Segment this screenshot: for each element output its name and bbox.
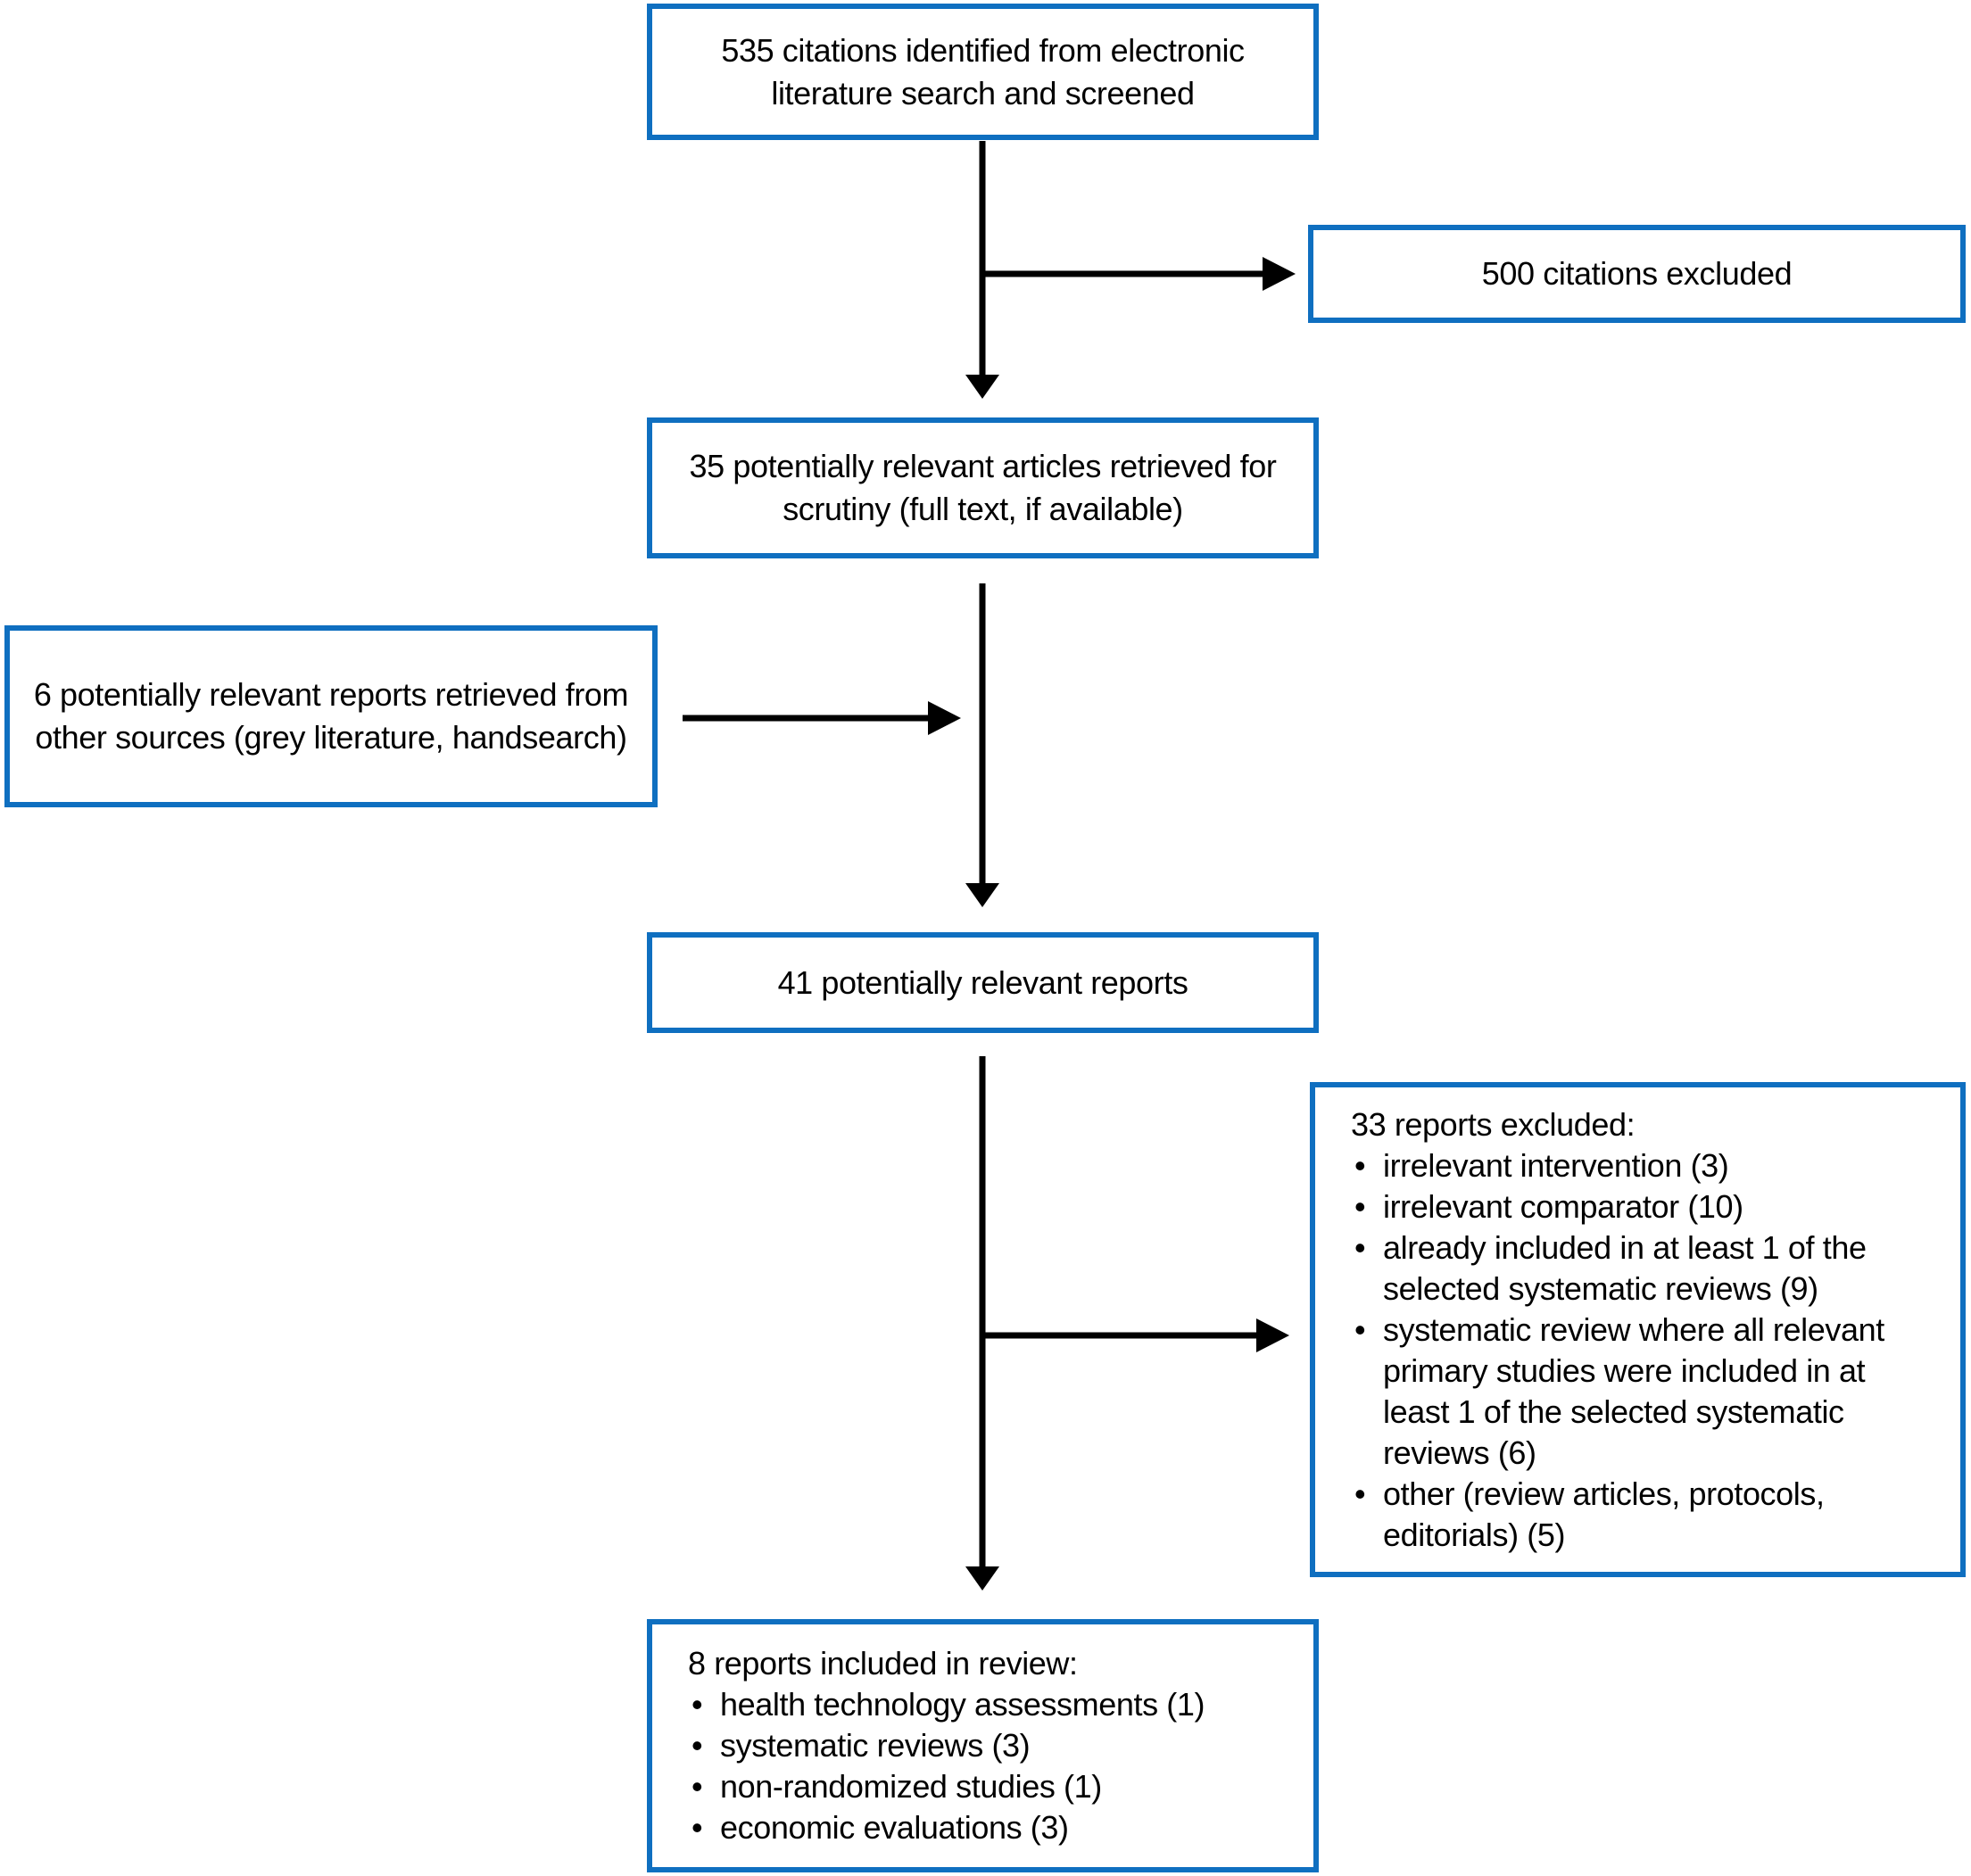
arrow-retrieved-to-potentially-relevant (965, 583, 999, 907)
excluded-reason-item: other (review articles, protocols, edito… (1351, 1474, 1935, 1556)
reports-excluded-list: irrelevant intervention (3) irrelevant c… (1351, 1145, 1935, 1556)
excluded-reason-item: already included in at least 1 of the se… (1351, 1227, 1935, 1310)
included-report-item: health technology assessments (1) (688, 1684, 1288, 1725)
excluded-reason-item: systematic review where all relevant pri… (1351, 1310, 1935, 1474)
included-report-item: economic evaluations (3) (688, 1807, 1288, 1848)
box-other-sources: 6 potentially relevant reports retrieved… (4, 625, 658, 807)
included-report-item: non-randomized studies (1) (688, 1766, 1288, 1807)
reports-included-title: 8 reports included in review: (688, 1645, 1078, 1682)
arrow-potentially-relevant-to-included (965, 1056, 999, 1591)
included-report-item: systematic reviews (3) (688, 1725, 1288, 1766)
excluded-reason-item: irrelevant comparator (10) (1351, 1186, 1935, 1227)
arrow-other-sources-to-main (683, 701, 961, 735)
reports-included-list: health technology assessments (1) system… (688, 1684, 1288, 1848)
arrow-branch-to-excluded-citations (980, 257, 1296, 291)
potentially-relevant-text: 41 potentially relevant reports (777, 963, 1188, 1001)
excluded-reason-item: irrelevant intervention (3) (1351, 1145, 1935, 1186)
citations-excluded-text: 500 citations excluded (1481, 255, 1793, 292)
citations-identified-text: 535 citations identified from electronic… (721, 31, 1245, 112)
box-potentially-relevant-reports: 41 potentially relevant reports (647, 932, 1319, 1033)
box-citations-identified: 535 citations identified from electronic… (647, 4, 1319, 140)
articles-retrieved-text: 35 potentially relevant articles retriev… (689, 448, 1277, 527)
box-articles-retrieved: 35 potentially relevant articles retriev… (647, 417, 1319, 558)
box-reports-excluded: 33 reports excluded: irrelevant interven… (1310, 1082, 1966, 1577)
reports-excluded-title: 33 reports excluded: (1351, 1105, 1636, 1143)
box-citations-excluded: 500 citations excluded (1308, 225, 1966, 323)
other-sources-text: 6 potentially relevant reports retrieved… (33, 676, 629, 756)
arrow-branch-to-excluded-reports (980, 1318, 1289, 1352)
arrow-identified-to-retrieved (965, 141, 999, 399)
box-reports-included: 8 reports included in review: health tec… (647, 1619, 1319, 1872)
